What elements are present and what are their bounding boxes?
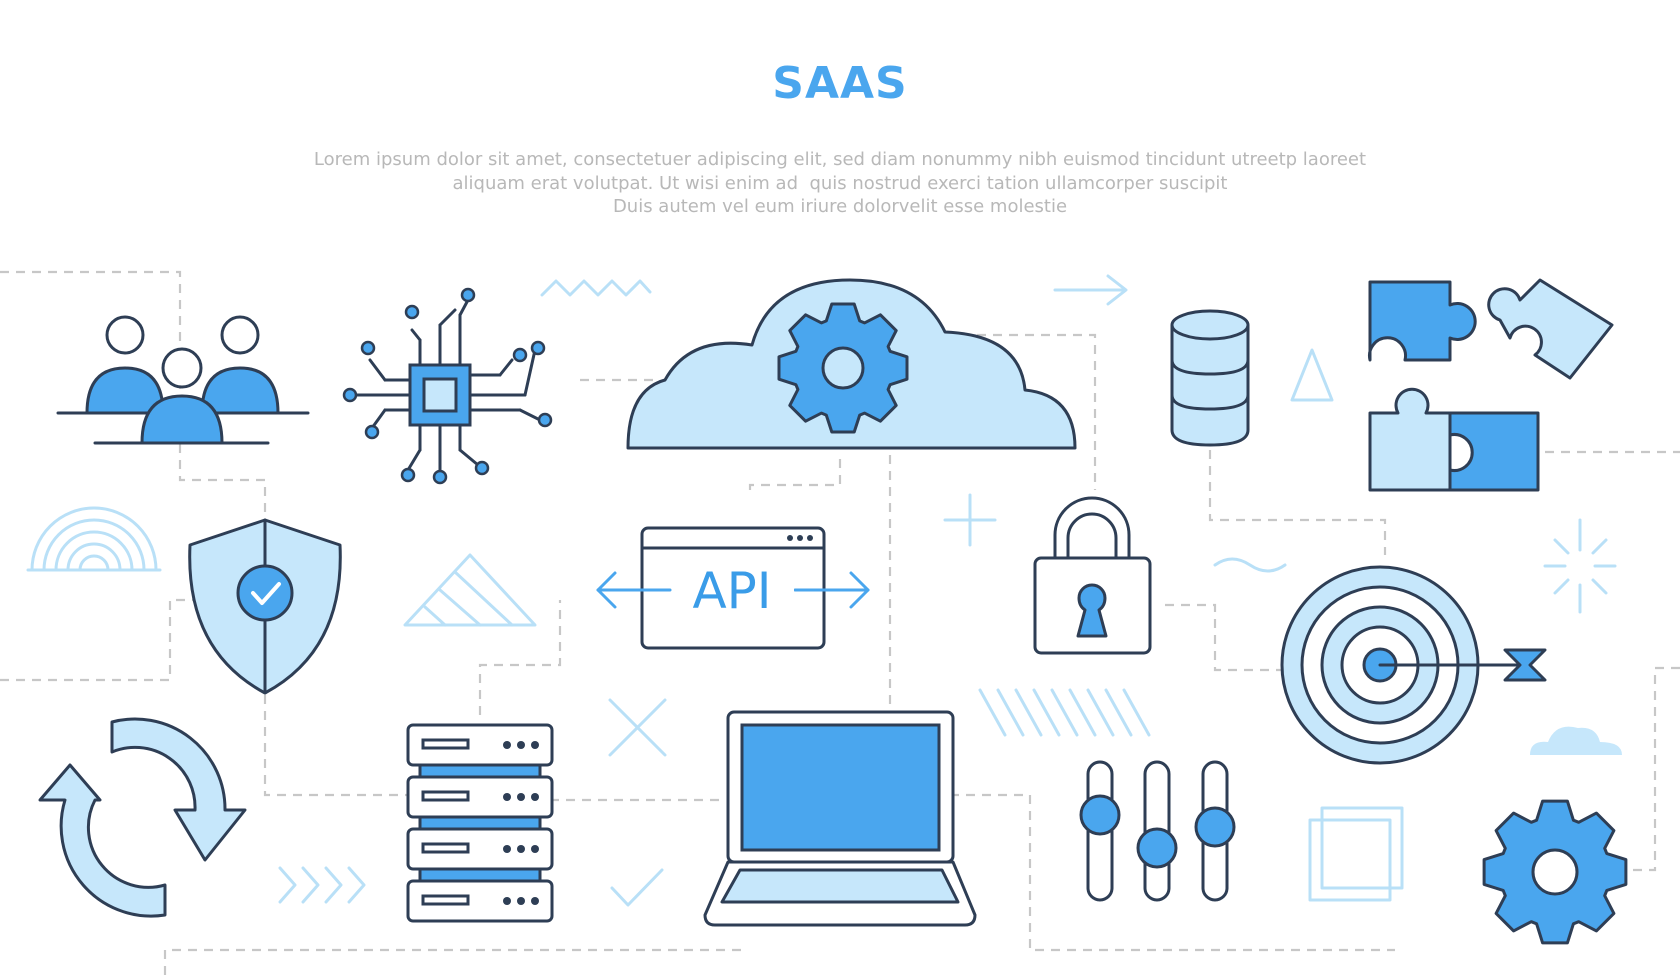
laptop-icon — [703, 710, 977, 927]
cloud-gear-icon — [626, 278, 1077, 450]
background-decorations — [26, 274, 1622, 907]
shield-check-icon — [188, 518, 342, 695]
cloud-gear — [777, 302, 909, 434]
page-title: SAAS — [772, 58, 908, 109]
gear-icon — [1482, 799, 1628, 945]
description-line: Duis autem vel eum iriure dolorvelit ess… — [612, 196, 1068, 217]
sync-arrows-icon — [38, 717, 247, 918]
cpu-chip-icon — [342, 287, 553, 485]
server-rack-icon — [406, 723, 554, 923]
api-window-icon: API — [596, 526, 870, 650]
api-label: API — [692, 562, 771, 620]
description-line: Lorem ipsum dolor sit amet, consectetuer… — [313, 149, 1367, 170]
sliders-icon — [1079, 760, 1236, 902]
hatch-lines — [978, 688, 1151, 737]
puzzle-icon — [1368, 278, 1614, 492]
padlock-icon — [1033, 496, 1152, 655]
database-icon — [1170, 309, 1250, 447]
description-line: aliquam erat volutpat. Ut wisi enim ad q… — [452, 173, 1228, 194]
target-icon — [1280, 565, 1547, 765]
team-icon — [56, 315, 310, 445]
dashed-connectors — [0, 270, 1680, 975]
